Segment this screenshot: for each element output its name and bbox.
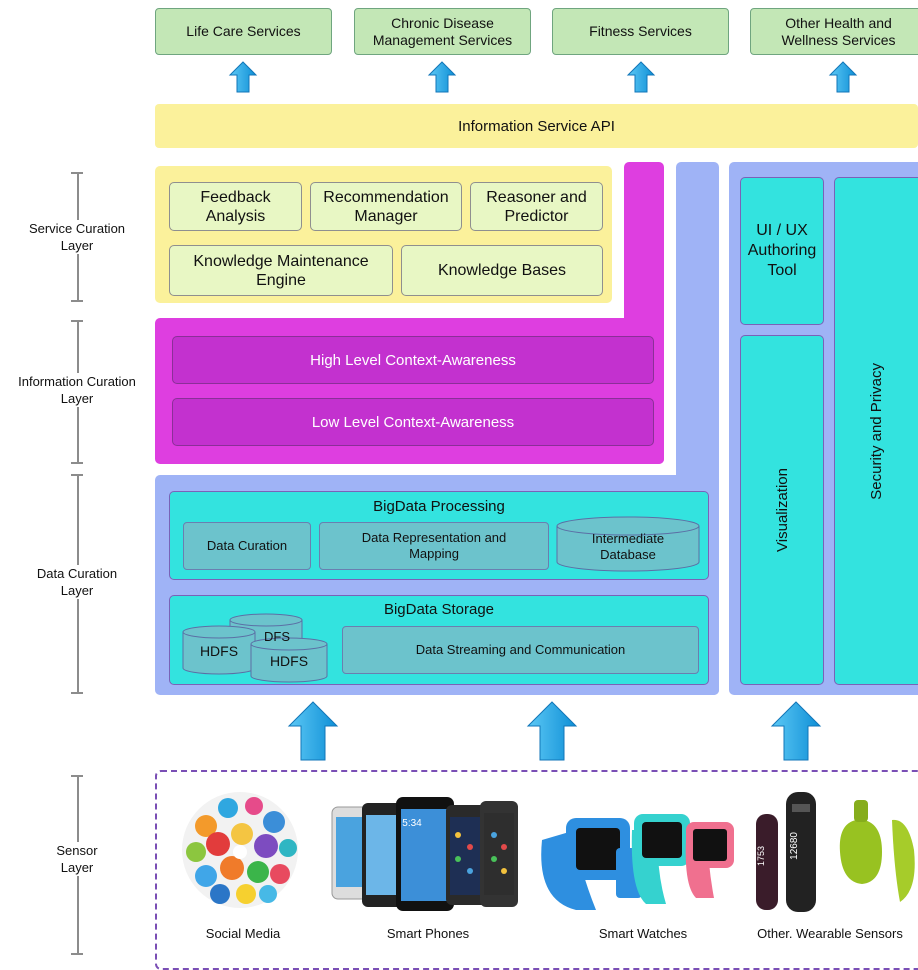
box-label: Recommendation Manager [323,188,449,225]
bracket-cap [71,474,83,476]
api-label: Information Service API [458,117,615,135]
layer-label-sensor: Sensor Layer [40,842,114,876]
service-label: Other Health and Wellness Services [781,14,896,48]
hdfs-label-2: HDFS [269,653,309,669]
box-label: Data Curation [206,538,288,553]
box-label: Data Representation and Mapping [361,530,507,561]
layer-label-service: Service Curation Layer [20,220,134,254]
bigdata-processing-title: BigData Processing [373,498,505,515]
service-label: Fitness Services [589,23,692,39]
up-arrow-icon [626,61,656,93]
fitbit-label-1: 1753 [756,846,766,867]
reasoner-predictor-box: Reasoner and Predictor [470,182,603,231]
low-level-context-bar: Low Level Context-Awareness [172,398,654,446]
box-label: Visualization [773,468,791,552]
sensor-caption-wearables: Other. Wearable Sensors [757,926,903,941]
knowledge-bases-box: Knowledge Bases [401,245,603,296]
box-label: Security and Privacy [868,362,885,500]
bracket-cap [71,953,83,955]
service-label: Chronic Disease Management Services [372,14,513,48]
service-fitness: Fitness Services [552,8,729,55]
hdfs-label-1: HDFS [199,643,239,659]
data-curation-box: Data Curation [183,522,311,570]
sensor-caption-smart-phones: Smart Phones [386,926,470,941]
service-other-health: Other Health and Wellness Services [750,8,918,55]
intermediate-database-label: Intermediate Database [591,531,665,562]
box-label: Knowledge Maintenance Engine [193,252,369,289]
service-label: Life Care Services [186,23,301,39]
phone-time-label: 5:34 [402,818,422,829]
smart-watches-icon [541,814,734,910]
box-label: Feedback Analysis [200,188,271,225]
data-representation-box: Data Representation and Mapping [319,522,549,570]
recommendation-manager-box: Recommendation Manager [310,182,462,231]
layer-label-information: Information Curation Layer [2,373,152,407]
hdfs-cylinders-icon [182,613,328,683]
bar-label: High Level Context-Awareness [310,351,516,369]
up-arrow-icon [228,61,258,93]
ui-ux-authoring-tool-box: UI / UX Authoring Tool [740,177,824,325]
social-media-icon [182,792,298,908]
sensor-caption-social-media: Social Media [205,926,281,941]
smart-phones-icon [331,797,518,911]
up-arrow-large-icon [770,701,822,761]
up-arrow-large-icon [287,701,339,761]
up-arrow-icon [427,61,457,93]
up-arrow-icon [828,61,858,93]
visualization-box: Visualization [740,335,824,685]
bracket-cap [71,172,83,174]
bracket-cap [71,320,83,322]
up-arrow-large-icon [526,701,578,761]
box-label: UI / UX Authoring Tool [747,222,817,279]
bracket-cap [71,300,83,302]
bracket-cap [71,692,83,694]
box-label: Data Streaming and Communication [415,642,626,657]
service-chronic-disease: Chronic Disease Management Services [354,8,531,55]
high-level-context-bar: High Level Context-Awareness [172,336,654,384]
feedback-analysis-box: Feedback Analysis [169,182,302,231]
data-streaming-box: Data Streaming and Communication [342,626,699,674]
knowledge-maintenance-box: Knowledge Maintenance Engine [169,245,393,296]
sensor-caption-smart-watches: Smart Watches [598,926,688,941]
bracket-cap [71,775,83,777]
information-service-api: Information Service API [155,104,918,148]
box-label: Knowledge Bases [437,262,567,279]
service-life-care: Life Care Services [155,8,332,55]
intermediate-database-icon [556,516,700,572]
hdfs-back-label: DFS [264,629,290,644]
bigdata-storage-title: BigData Storage [383,601,495,618]
fitbit-label-2: 12680 [789,832,800,860]
bar-label: Low Level Context-Awareness [311,413,515,431]
security-privacy-box: Security and Privacy [834,177,918,685]
wearable-sensors-icon [756,792,915,912]
layer-label-data: Data Curation Layer [26,565,128,599]
box-label: Reasoner and Predictor [486,188,587,225]
bracket-cap [71,462,83,464]
